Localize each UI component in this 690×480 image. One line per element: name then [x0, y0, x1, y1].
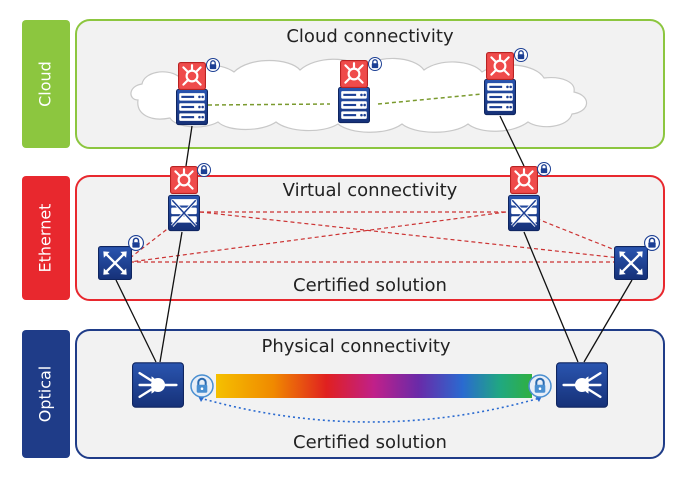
optical-spectrum-bar	[216, 374, 532, 398]
lock-icon	[190, 374, 214, 398]
optical-subtitle: Certified solution	[293, 432, 447, 453]
ethernet-switch-icon	[614, 246, 648, 280]
cloud-tab	[22, 20, 70, 148]
lock-icon	[128, 235, 144, 251]
optical-node-icon	[556, 362, 608, 408]
cloud-link-left	[207, 103, 331, 106]
ethernet-switch-icon	[98, 246, 132, 280]
ethernet-switch-icon	[508, 194, 540, 232]
lock-icon	[514, 48, 528, 62]
optical-certified-path	[199, 397, 541, 423]
cloud-tab-label: Cloud	[36, 61, 55, 107]
server-icon	[176, 88, 208, 126]
lock-icon	[537, 162, 551, 176]
inter-layer-links	[115, 115, 633, 363]
cloud-layer: Cloud Cloud connectivity	[22, 19, 665, 149]
optical-tab	[22, 330, 70, 458]
ethernet-subtitle: Certified solution	[293, 275, 447, 296]
server-icon	[338, 86, 370, 124]
ethernet-switch-icon	[168, 194, 200, 232]
lock-icon	[528, 374, 552, 398]
optical-title: Physical connectivity	[261, 336, 450, 357]
security-function-icon	[340, 60, 368, 88]
cloud-title: Cloud connectivity	[286, 26, 454, 47]
ethernet-tab	[22, 176, 70, 300]
cloud-link-right	[377, 93, 483, 105]
optical-tab-label: Optical	[36, 366, 55, 423]
optical-layer: Optical Physical connectivity Certified …	[22, 329, 665, 459]
optical-node-icon	[132, 362, 184, 408]
lock-icon	[197, 163, 211, 177]
lock-icon	[206, 58, 220, 72]
security-function-icon	[170, 166, 198, 194]
ethernet-title: Virtual connectivity	[283, 180, 458, 201]
server-icon	[484, 78, 516, 116]
security-function-icon	[486, 52, 514, 80]
security-function-icon	[510, 166, 538, 194]
lock-icon	[644, 235, 660, 251]
ethernet-tab-label: Ethernet	[36, 204, 55, 273]
ethernet-layer: Ethernet Virtual connectivity Certified …	[22, 175, 665, 301]
lock-icon	[368, 57, 382, 71]
security-function-icon	[178, 62, 206, 90]
